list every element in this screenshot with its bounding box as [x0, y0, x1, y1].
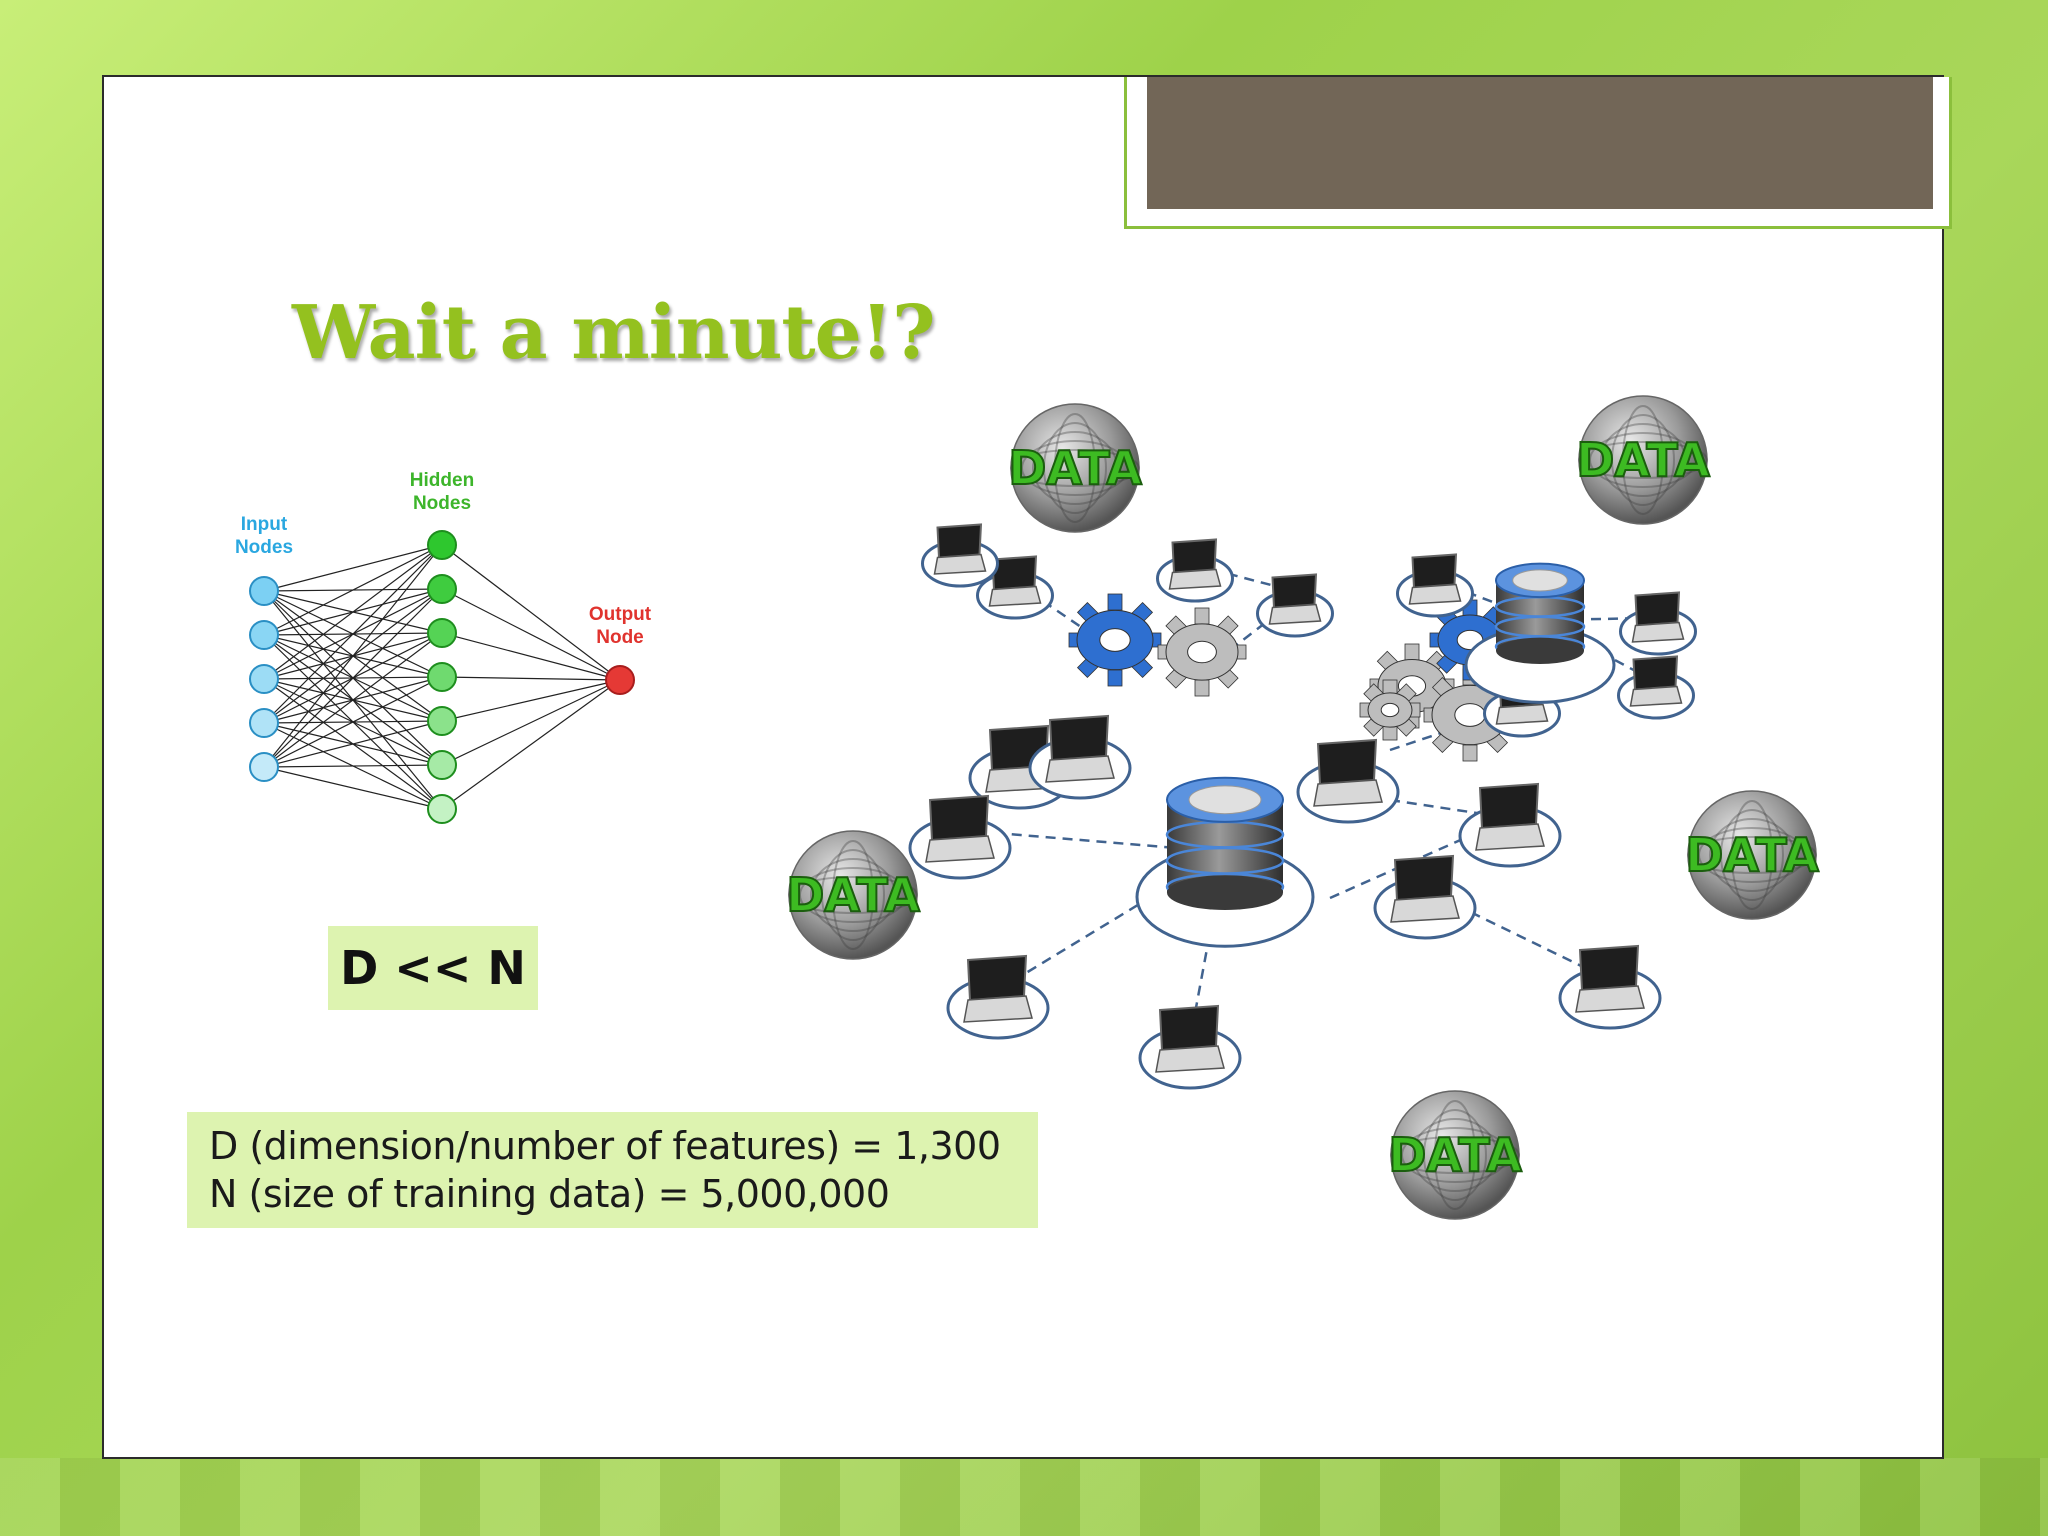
- distributed-data-illustration: DATA DATA DATA DATA DATA: [785, 395, 1820, 1220]
- output-node-label-line1: Output: [589, 604, 652, 625]
- hidden-nodes-label-line1: Hidden: [410, 470, 474, 491]
- definitions-box: D (dimension/number of features) = 1,300…: [187, 1112, 1038, 1228]
- input-node: [249, 664, 279, 694]
- nn-edge: [263, 676, 443, 768]
- hidden-node: [427, 706, 457, 736]
- definition-d: D (dimension/number of features) = 1,300: [209, 1124, 1001, 1168]
- data-sphere: DATA: [1007, 403, 1143, 533]
- nn-edge: [441, 679, 621, 766]
- data-sphere-label: DATA: [1576, 433, 1710, 487]
- data-sphere: DATA: [1575, 395, 1711, 525]
- data-sphere-label: DATA: [1008, 441, 1142, 495]
- laptop-icon: [1558, 944, 1662, 1030]
- laptop-icon: [1028, 714, 1132, 800]
- network-link: [997, 850, 1226, 992]
- hidden-node: [427, 618, 457, 648]
- network-link: [1389, 798, 1511, 820]
- output-node: [605, 665, 635, 695]
- data-sphere: DATA: [785, 830, 921, 960]
- input-node: [249, 752, 279, 782]
- laptop-icon: [908, 794, 1012, 880]
- input-node: [249, 620, 279, 650]
- laptop-icon: [1138, 1004, 1242, 1090]
- nn-edge: [263, 764, 443, 768]
- network-items: DATA DATA DATA DATA DATA: [785, 395, 1820, 1220]
- comparison-box: D << N: [328, 926, 538, 1010]
- data-sphere-label: DATA: [1685, 828, 1819, 882]
- background-stripes: [0, 1458, 2048, 1536]
- nn-nodes: [249, 530, 635, 824]
- laptop-icon: [1256, 573, 1334, 638]
- nn-edge: [441, 679, 621, 810]
- laptop-icon: [921, 523, 999, 588]
- nn-edge: [441, 676, 621, 681]
- gear-icon: [1157, 607, 1247, 697]
- gear-icon: [1359, 679, 1421, 741]
- output-node-label-line2: Node: [596, 627, 644, 648]
- nn-edge: [441, 588, 621, 681]
- gear-icon: [1068, 593, 1162, 687]
- input-nodes-label-line1: Input: [241, 514, 288, 535]
- data-sphere-label: DATA: [1388, 1128, 1522, 1182]
- input-node: [249, 576, 279, 606]
- nn-edge: [441, 544, 621, 681]
- input-node: [249, 708, 279, 738]
- nn-edge: [263, 544, 443, 636]
- nn-edge: [263, 766, 443, 810]
- data-sphere-label: DATA: [786, 868, 920, 922]
- hidden-node: [427, 574, 457, 604]
- laptop-icon: [1458, 782, 1562, 868]
- nn-edge: [263, 720, 443, 768]
- data-sphere: DATA: [1387, 1090, 1523, 1220]
- slide-title: Wait a minute!?: [292, 290, 936, 376]
- nn-edge: [441, 632, 621, 681]
- nn-edge: [263, 544, 443, 680]
- comparison-text: D << N: [340, 941, 526, 995]
- data-sphere: DATA: [1684, 790, 1820, 920]
- nn-edge: [263, 544, 443, 724]
- nn-connections: [263, 544, 621, 810]
- laptop-icon: [946, 954, 1050, 1040]
- laptop-icon: [1619, 591, 1697, 656]
- laptop-icon: [976, 555, 1054, 620]
- nn-edge: [263, 632, 443, 768]
- title-placeholder-tab: [1124, 77, 1952, 229]
- hidden-node: [427, 530, 457, 560]
- nn-edge: [263, 544, 443, 768]
- nn-edge: [263, 544, 443, 592]
- laptop-icon: [1296, 738, 1400, 824]
- input-nodes-label-line2: Nodes: [235, 537, 293, 558]
- laptop-icon: [1396, 553, 1474, 618]
- nn-edge: [263, 588, 443, 768]
- laptop-icon: [1617, 655, 1695, 720]
- laptop-icon: [1156, 538, 1234, 603]
- title-placeholder-fill: [1147, 77, 1933, 209]
- hidden-node: [427, 794, 457, 824]
- neural-network-diagram: Input Nodes Hidden Nodes Output Node: [235, 470, 652, 824]
- database-icon: [1464, 562, 1616, 704]
- hidden-node: [427, 662, 457, 692]
- definition-n: N (size of training data) = 5,000,000: [209, 1172, 890, 1216]
- hidden-node: [427, 750, 457, 780]
- database-icon: [1135, 776, 1315, 948]
- hidden-nodes-label-line2: Nodes: [413, 493, 471, 514]
- nn-edge: [441, 679, 621, 722]
- laptop-icon: [1373, 854, 1477, 940]
